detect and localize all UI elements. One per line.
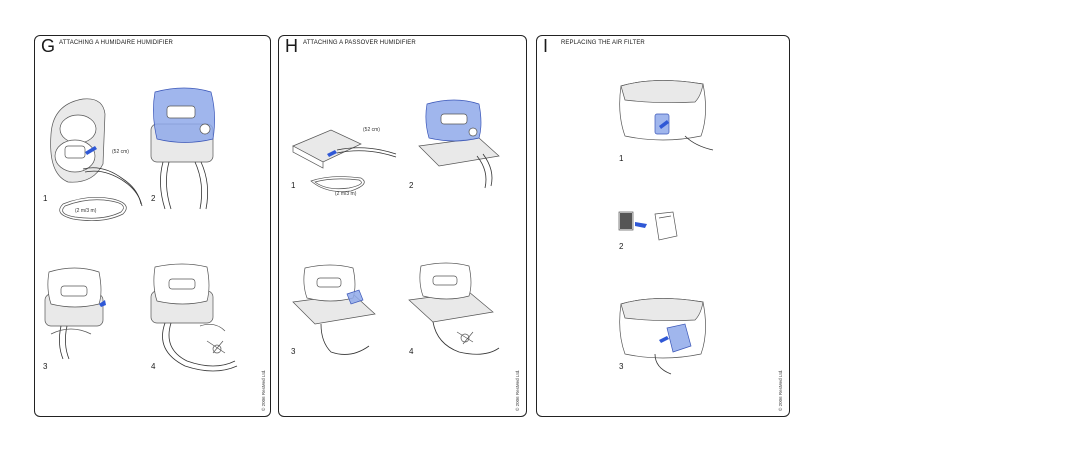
step-number: 2 bbox=[409, 181, 414, 190]
passover-step1-illustration bbox=[292, 129, 397, 192]
passover-step3-illustration bbox=[292, 264, 376, 355]
step-number: 1 bbox=[291, 181, 296, 190]
tube-length-long: (2 m/3 m) bbox=[75, 208, 97, 214]
humidaire-step1-illustration bbox=[50, 98, 143, 221]
copyright-notice: © 2006 ResMed Ltd. bbox=[515, 369, 520, 411]
tube-length-short: (52 cm) bbox=[363, 127, 380, 133]
panel-letter: G bbox=[41, 36, 56, 56]
cpap-device-step1-illustration bbox=[619, 80, 714, 151]
step-number: 4 bbox=[409, 347, 414, 356]
step-number: 1 bbox=[619, 154, 624, 163]
step-number: 4 bbox=[151, 362, 156, 371]
air-filter-step2-illustration bbox=[618, 211, 678, 241]
humidaire-step2-illustration bbox=[150, 87, 215, 210]
panel-g: G ATTACHING A HUMIDAIRE HUMIDIFIER (52 c… bbox=[34, 35, 271, 417]
step-number: 2 bbox=[619, 242, 624, 251]
copyright-notice: © 2006 ResMed Ltd. bbox=[778, 369, 783, 411]
panel-title: REPLACING THE AIR FILTER bbox=[561, 40, 645, 46]
step-number: 3 bbox=[619, 362, 624, 371]
passover-step2-illustration bbox=[418, 99, 500, 189]
step-number: 2 bbox=[151, 194, 156, 203]
panel-i: I REPLACING THE AIR FILTER 1 2 3 © 2006 … bbox=[536, 35, 790, 417]
humidaire-step4-illustration bbox=[150, 263, 238, 372]
step-number: 3 bbox=[43, 362, 48, 371]
copyright-notice: © 2006 ResMed Ltd. bbox=[261, 369, 266, 411]
cpap-device-step3-illustration bbox=[619, 298, 706, 375]
step-number: 3 bbox=[291, 347, 296, 356]
step-number: 1 bbox=[43, 194, 48, 203]
panel-letter: I bbox=[543, 36, 549, 56]
passover-step4-illustration bbox=[408, 262, 500, 355]
panel-letter: H bbox=[285, 36, 298, 56]
humidaire-step3-illustration bbox=[44, 267, 106, 360]
panel-title: ATTACHING A HUMIDAIRE HUMIDIFIER bbox=[59, 40, 173, 46]
tube-length-long: (2 m/3 m) bbox=[335, 191, 357, 197]
panel-h: H ATTACHING A PASSOVER HUMIDIFIER (52 cm… bbox=[278, 35, 527, 417]
panel-title: ATTACHING A PASSOVER HUMIDIFIER bbox=[303, 40, 416, 46]
tube-length-short: (52 cm) bbox=[112, 149, 129, 155]
